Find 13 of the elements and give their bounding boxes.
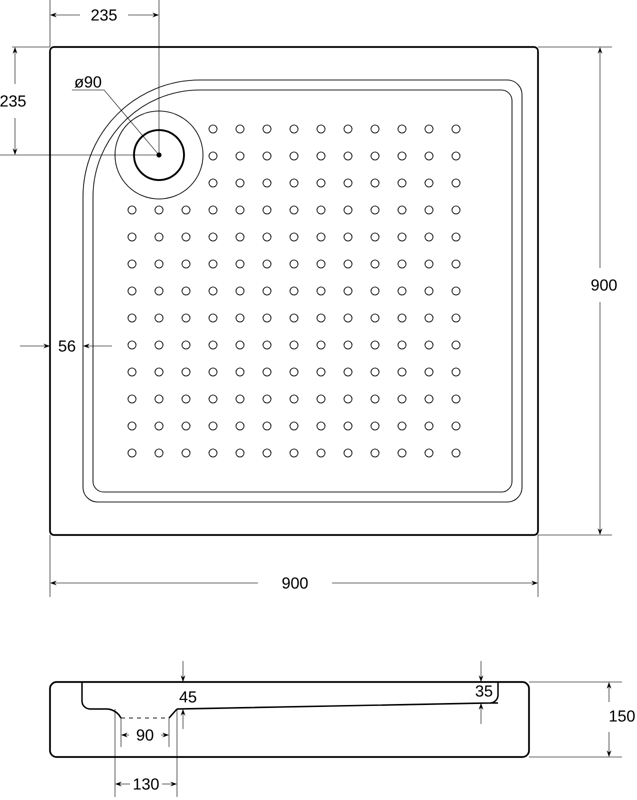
dimension-label: 235 (91, 9, 117, 21)
dimension-label: 900 (282, 577, 308, 589)
dimension-label: 900 (591, 279, 617, 291)
dimension-label: ø90 (74, 76, 102, 88)
dimension-label: 130 (134, 778, 159, 790)
dimension-label: 56 (58, 340, 76, 352)
dimension-label: 90 (136, 729, 154, 741)
drain-hole (114, 110, 204, 200)
leader-line (72, 90, 160, 156)
dimension-label: 45 (179, 691, 196, 703)
dimension-label: 235 (0, 95, 26, 107)
dimension-label: 35 (476, 685, 492, 697)
dimension-label: 150 (610, 710, 635, 722)
